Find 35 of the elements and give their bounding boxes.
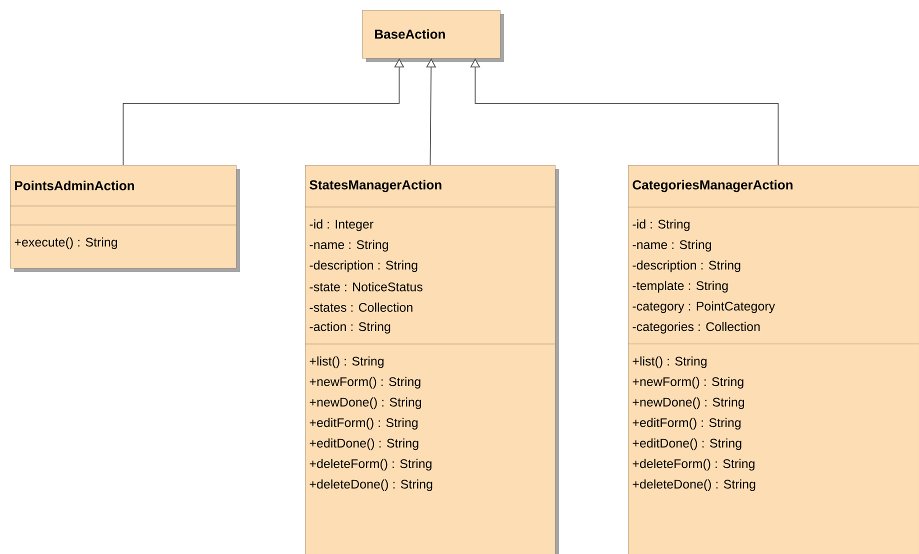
- attribute-text: -description : String: [310, 260, 418, 272]
- attribute-text: -id : Integer: [310, 219, 374, 232]
- method-text: +editForm() : String: [632, 418, 741, 430]
- method-text: +newForm() : String: [632, 376, 744, 389]
- class-name: StatesManagerAction: [310, 180, 442, 192]
- method-text: +deleteDone() : String: [632, 479, 756, 492]
- attribute-text: -categories : Collection: [632, 322, 760, 334]
- method-text: +deleteDone() : String: [310, 479, 432, 492]
- attribute-text: -states : Collection: [310, 302, 412, 312]
- method-text: +editDone() : String: [310, 438, 418, 450]
- method-text: +editDone() : String: [632, 438, 742, 450]
- method-text: +newDone() : String: [632, 397, 744, 410]
- method-text: +newDone() : String: [310, 397, 422, 410]
- method-text: +deleteForm() : String: [310, 458, 432, 471]
- attribute-text: -state : NoticeStatus: [310, 282, 422, 292]
- class-name: CategoriesManagerAction: [632, 180, 792, 192]
- method-text: +list() : String: [632, 356, 707, 368]
- attribute-text: -action : String: [310, 322, 390, 334]
- method-text: +list() : String: [310, 356, 384, 368]
- attribute-text: -name : String: [310, 240, 388, 252]
- attribute-text: -name : String: [632, 240, 712, 252]
- method-text: +editForm() : String: [310, 418, 418, 430]
- class-box: [10, 165, 240, 272]
- method-text: +deleteForm() : String: [632, 458, 754, 471]
- class-name: BaseAction: [375, 29, 445, 39]
- attribute-text: -category : PointCategory: [632, 301, 776, 314]
- attribute-text: -id : String: [632, 219, 690, 232]
- class-box: [304, 165, 559, 554]
- method-text: +newForm() : String: [310, 376, 420, 389]
- attribute-text: -description : String: [632, 260, 740, 272]
- attribute-text: -template : String: [632, 280, 728, 293]
- method-text: +execute() : String: [14, 237, 118, 250]
- class-box: [628, 165, 919, 554]
- class-name: PointsAdminAction: [15, 180, 134, 190]
- class-box: [362, 10, 504, 62]
